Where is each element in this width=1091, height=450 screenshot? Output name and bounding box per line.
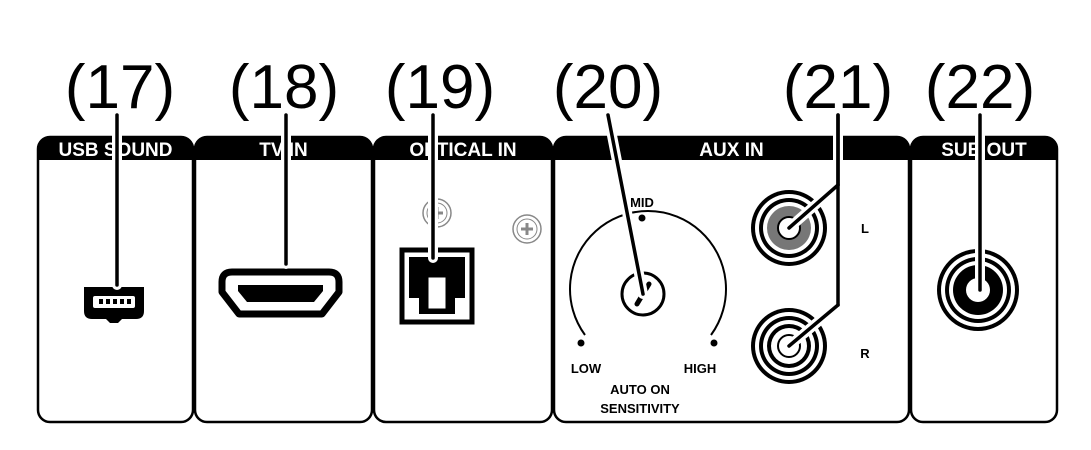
dial-dot-mid <box>638 214 646 222</box>
screw-icon <box>512 214 542 244</box>
callout-19: (19) <box>385 53 495 122</box>
rca-right-label: R <box>860 346 870 361</box>
dial-label-low: LOW <box>571 361 602 376</box>
sensitivity-label: SENSITIVITY <box>600 401 680 416</box>
dial-label-high: HIGH <box>684 361 717 376</box>
dial-dot-high <box>710 339 718 347</box>
aux-in-label: AUX IN <box>699 140 763 161</box>
dial-dot-low <box>577 339 585 347</box>
usb-mini-port-icon <box>84 287 144 323</box>
optical-in-header-bar <box>374 137 552 160</box>
sensitivity-dial-arc <box>569 210 727 336</box>
hdmi-port-icon <box>218 268 343 318</box>
aux-in-header-bar <box>554 137 909 160</box>
callout-17: (17) <box>65 53 175 122</box>
auto-on-label: AUTO ON <box>610 382 670 397</box>
panel-outlines <box>36 135 1059 424</box>
callout-leader-lines <box>112 110 985 351</box>
aux-in-panel <box>552 135 911 424</box>
optical-port-icon <box>399 247 475 325</box>
rca-left-label: L <box>861 221 869 236</box>
dial-label-mid: MID <box>630 195 654 210</box>
optical-in-label: OPTICAL IN <box>409 140 516 161</box>
